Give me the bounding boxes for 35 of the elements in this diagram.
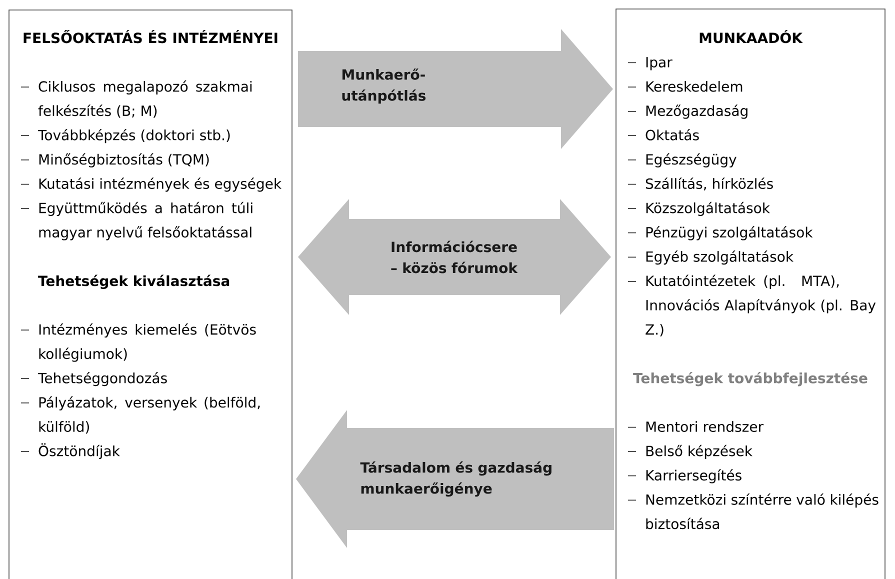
text-panel xyxy=(8,10,292,579)
list-item: Ösztöndíjak xyxy=(20,443,120,459)
list-item: Mentori rendszer xyxy=(628,421,764,432)
list-item: Kereskedelem xyxy=(628,80,742,92)
text-panel xyxy=(616,8,886,579)
section-heading: Tehetségek továbbfejlesztése xyxy=(633,372,868,386)
list-item: Tehetséggondozás xyxy=(20,372,167,386)
panel-heading: MUNKAADÓK xyxy=(700,30,803,44)
list-item: Ciklusos megalapozó szakmai felkészítés (B; M) xyxy=(20,80,252,118)
list-item: Közszolgáltatások xyxy=(628,202,770,216)
block-arrow xyxy=(296,410,614,548)
list-item: Belső képzések xyxy=(628,444,752,459)
list-item: Pénzügyi szolgáltatások xyxy=(628,226,813,240)
list-item: Ipar xyxy=(628,57,672,70)
list-item: Oktatás xyxy=(628,128,699,140)
list-item: Karriersegítés xyxy=(628,469,742,484)
list-item: Minőségbiztosítás (TQM) xyxy=(20,153,209,168)
list-item: Mezőgazdaság xyxy=(628,104,748,119)
list-item: Szállítás, hírközlés xyxy=(628,178,773,190)
list-item: Továbbképzés (doktori stb.) xyxy=(20,128,230,144)
list-item: Nemzetközi színtérre való kilépés biztosítása xyxy=(628,493,878,530)
section-heading: Tehetségek kiválasztása xyxy=(38,274,230,289)
list-item: Intézményes kiemelés (Eötvös kollégiumok) xyxy=(20,323,256,362)
block-arrow xyxy=(298,29,613,149)
list-item: Egészségügy xyxy=(628,153,736,168)
list-item: Kutatóintézetek (pl. MTA), Innovációs Alapítványok (pl. Bay Z.) xyxy=(628,274,876,336)
block-arrow xyxy=(298,199,611,315)
list-item: Együttműködés a határon túli magyar nyelvű felsőoktatással xyxy=(20,202,252,240)
arrow-label: Társadalom és gazdaság munkaerőigénye xyxy=(360,461,552,497)
arrow-label: Munkaerő-utánpótlás xyxy=(342,68,426,104)
panel-heading: FELSŐOKTATÁS ÉS INTÉZMÉNYEI xyxy=(24,30,278,44)
list-item: Kutatási intézmények és egységek xyxy=(20,178,282,192)
arrow-label: Információcsere – közös fórumok xyxy=(391,240,518,274)
list-item: Egyéb szolgáltatások xyxy=(628,250,794,265)
list-item: Pályázatok, versenyek (belföld, külföld) xyxy=(20,396,260,434)
